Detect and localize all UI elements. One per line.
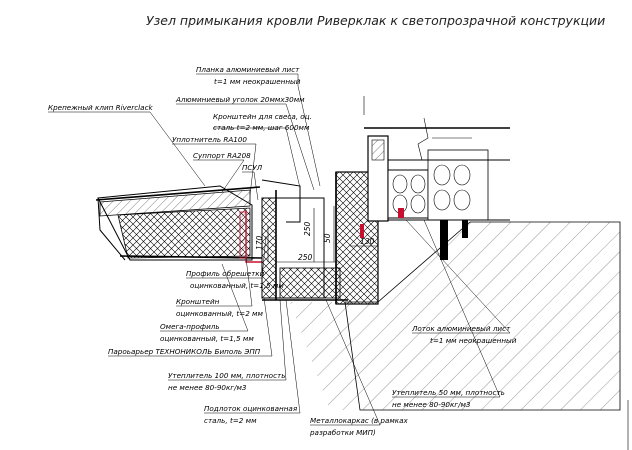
label-uplotnitel: Уплотнитель RA100 [172,135,247,144]
dimension-lines [267,206,378,263]
label-lotok-line1: Лоток алюминиевый лист [411,324,511,333]
label-uteplitel100-line2: не менее 80-90кг/м3 [168,383,247,392]
concrete-base [290,221,621,411]
dim-50: 50 [323,233,332,243]
red-profile [239,210,262,263]
label-krepezh: Крепежный клип Riverclack [48,103,154,112]
dim-130: 130 [360,237,375,246]
label-lotok-line2: t=1 мм неокрашенный [430,336,517,345]
label-uteplitel50-line1: Утеплитель 50 мм, плотность [392,388,505,397]
gutter-box [261,179,348,301]
label-support: Суппорт RA208 [193,151,251,160]
label-omega-line1: Омега-профиль [160,322,220,331]
glazing-frame [360,127,510,260]
label-kronshtein-line1: Кронштейн [176,297,220,306]
roof-sandwich [95,185,263,261]
dim-250: 250 [298,253,313,262]
label-podlozhok-line1: Подлоток оцинкованная [204,404,298,413]
break-line-1 [417,117,429,161]
label-uteplitel100-line1: Утеплитель 100 мм, плотность [168,371,285,380]
label-obreshetka-line1: Профиль обрешетки [186,269,265,278]
dim-250-vertical: 250 [303,221,312,236]
label-metallokarkas-line2: разработки МИП) [309,428,376,437]
label-kronshtein-sves-line2: сталь t=2 мм, шаг 600мм [213,123,310,132]
drawing-title: Узел примыкания кровли Риверклак к свето… [146,13,605,28]
label-planka-line2: t=1 мм неокрашенный [214,77,301,86]
label-podlozhok-line2: сталь, t=2 мм [204,416,257,425]
label-kronshtein-sves-line1: Кронштейн для свеса, оц. [213,112,312,121]
labels: Планка алюминиевый лист t=1 мм неокрашен… [48,65,517,437]
label-metallokarkas-line1: Металлокаркас (в рамках [310,416,409,425]
label-uteplitel50-line2: не менее 80-90кг/м3 [392,400,471,409]
label-psul: ПСУЛ [242,163,263,172]
label-parobarier: Пароьарьер ТЕХНОНИКОЛЬ Биполь ЭПП [108,347,261,356]
label-planka-line1: Планка алюминиевый лист [196,65,300,74]
label-omega-line2: оцинкованный, t=1,5 мм [160,334,254,343]
dim-170: 170 [255,235,264,250]
label-kronshtein-line2: оцинкованный, t=2 мм [176,309,263,318]
leader-lines [48,73,511,426]
label-ugolok: Алюминиевый уголок 20ммx30мм [175,95,305,104]
label-obreshetka-line2: оцинкованный, t=1,5 мм [190,281,284,290]
